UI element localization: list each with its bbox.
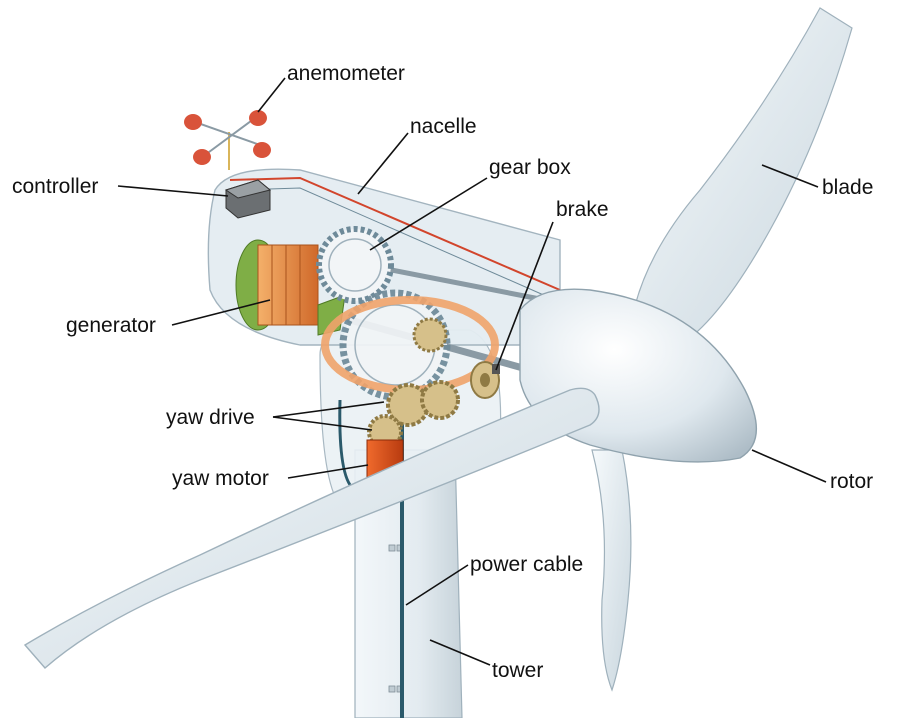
controller-box bbox=[224, 179, 272, 219]
label-gear-box: gear box bbox=[489, 156, 571, 179]
label-controller: controller bbox=[12, 175, 98, 198]
leader-blade bbox=[761, 164, 819, 188]
leader-generator bbox=[171, 299, 271, 326]
label-power-cable: power cable bbox=[470, 553, 583, 576]
label-nacelle: nacelle bbox=[410, 115, 477, 138]
label-tower: tower bbox=[492, 659, 543, 682]
leader-tower bbox=[429, 639, 491, 666]
blade-upper bbox=[629, 7, 853, 346]
generator bbox=[235, 239, 346, 336]
leader-yaw-drive-1 bbox=[272, 401, 385, 418]
label-anemometer: anemometer bbox=[287, 62, 405, 85]
blade-lower bbox=[591, 449, 632, 692]
label-yaw-drive: yaw drive bbox=[166, 406, 255, 429]
leader-yaw-drive-2 bbox=[272, 416, 373, 431]
blade-front bbox=[23, 387, 600, 669]
leader-rotor bbox=[751, 449, 827, 483]
label-yaw-motor: yaw motor bbox=[172, 467, 269, 490]
label-blade: blade bbox=[822, 176, 873, 199]
leader-anemometer bbox=[257, 77, 286, 113]
leader-nacelle bbox=[357, 132, 409, 195]
leader-brake bbox=[495, 221, 554, 371]
brake bbox=[470, 361, 500, 399]
label-generator: generator bbox=[66, 314, 156, 337]
leader-gear-box bbox=[369, 177, 488, 251]
anemometer-device bbox=[184, 110, 271, 170]
leader-yaw-motor bbox=[287, 464, 369, 479]
leader-controller bbox=[117, 185, 229, 197]
label-brake: brake bbox=[556, 198, 609, 221]
label-rotor: rotor bbox=[830, 470, 873, 493]
leader-power-cable bbox=[405, 564, 469, 606]
